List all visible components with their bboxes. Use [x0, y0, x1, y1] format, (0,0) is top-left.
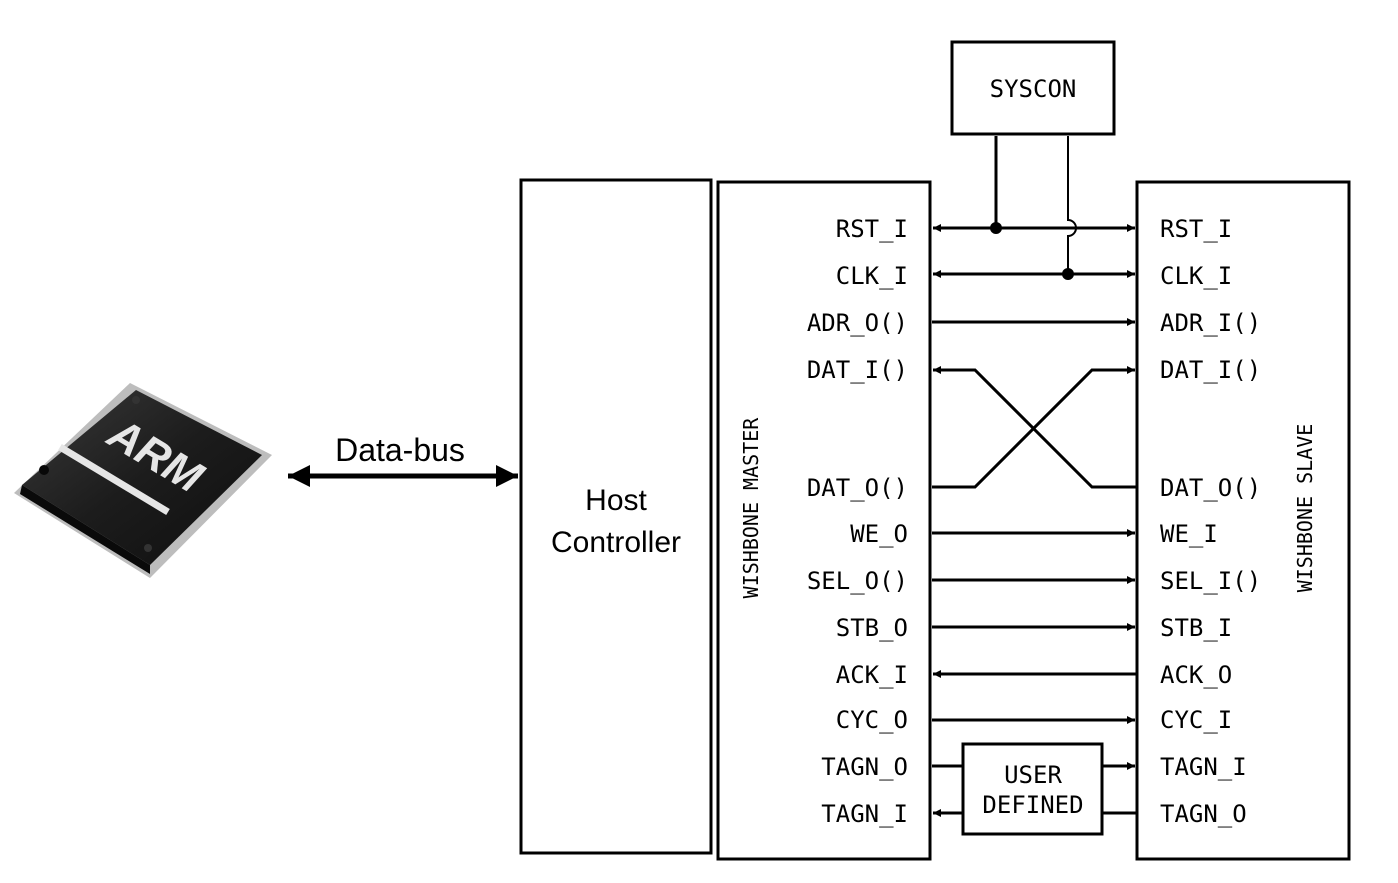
- master-signal-label: RST_I: [836, 215, 908, 243]
- slave-signal-labels: RST_I CLK_I ADR_I() DAT_I() DAT_O() WE_I…: [1160, 215, 1261, 828]
- user-defined-line2: DEFINED: [982, 791, 1083, 819]
- master-signal-label: TAGN_I: [821, 800, 908, 828]
- databus-label: Data-bus: [335, 432, 465, 468]
- master-signal-labels: RST_I CLK_I ADR_O() DAT_I() DAT_O() WE_O…: [807, 215, 908, 828]
- user-defined-line1: USER: [1004, 761, 1062, 789]
- master-signal-label: STB_O: [836, 614, 908, 642]
- wishbone-master: WISHBONE MASTER RST_I CLK_I ADR_O() DAT_…: [716, 180, 932, 861]
- slave-signal-label: ACK_O: [1160, 661, 1232, 689]
- slave-signal-label: STB_I: [1160, 614, 1232, 642]
- signal-wires: [932, 224, 1137, 817]
- chip-edge: [20, 485, 150, 574]
- master-signal-label: TAGN_O: [821, 753, 908, 781]
- user-defined: USER DEFINED: [961, 742, 1104, 836]
- wishbone-slave: WISHBONE SLAVE RST_I CLK_I ADR_I() DAT_I…: [1135, 180, 1351, 861]
- master-signal-label: SEL_O(): [807, 567, 908, 595]
- master-signal-label: WE_O: [850, 520, 908, 548]
- slave-signal-label: DAT_O(): [1160, 474, 1261, 502]
- chip-body: [22, 390, 262, 565]
- slave-signal-label: CLK_I: [1160, 262, 1232, 290]
- slave-signal-label: DAT_I(): [1160, 356, 1261, 384]
- syscon-clk-wire: [1067, 136, 1077, 274]
- slave-signal-label: RST_I: [1160, 215, 1232, 243]
- slave-signal-label: TAGN_O: [1160, 800, 1247, 828]
- chip-corner-dot: [144, 544, 152, 552]
- slave-box: [1135, 180, 1351, 861]
- slave-signal-label: ADR_I(): [1160, 309, 1261, 337]
- master-signal-label: ADR_O(): [807, 309, 908, 337]
- slave-signal-label: CYC_I: [1160, 706, 1232, 734]
- chip-pin1-dot: [39, 465, 49, 475]
- master-signal-label: CLK_I: [836, 262, 908, 290]
- master-signal-label: DAT_O(): [807, 474, 908, 502]
- host-controller-label-line2: Controller: [551, 526, 681, 559]
- host-controller-label-line1: Host: [585, 484, 647, 517]
- slave-signal-label: TAGN_I: [1160, 753, 1247, 781]
- master-signal-label: DAT_I(): [807, 356, 908, 384]
- arm-chip: ARM: [14, 383, 272, 578]
- master-signal-label: CYC_O: [836, 706, 908, 734]
- master-box: [716, 180, 932, 861]
- chip-corner-dot: [132, 396, 140, 404]
- host-controller-box: [519, 178, 713, 855]
- syscon-box: [950, 40, 1116, 136]
- chip-logo-bar: [58, 444, 170, 515]
- slave-signal-label: WE_I: [1160, 520, 1218, 548]
- slave-title: WISHBONE SLAVE: [1293, 424, 1317, 593]
- host-controller: Host Controller: [519, 178, 713, 855]
- master-title: WISHBONE MASTER: [739, 417, 763, 599]
- user-defined-box: [961, 742, 1104, 836]
- wire-dat-master-to-slave: [932, 366, 1135, 489]
- master-signal-label: ACK_I: [836, 661, 908, 689]
- syscon-label: SYSCON: [990, 75, 1077, 103]
- syscon: SYSCON: [950, 40, 1116, 280]
- slave-signal-label: SEL_I(): [1160, 567, 1261, 595]
